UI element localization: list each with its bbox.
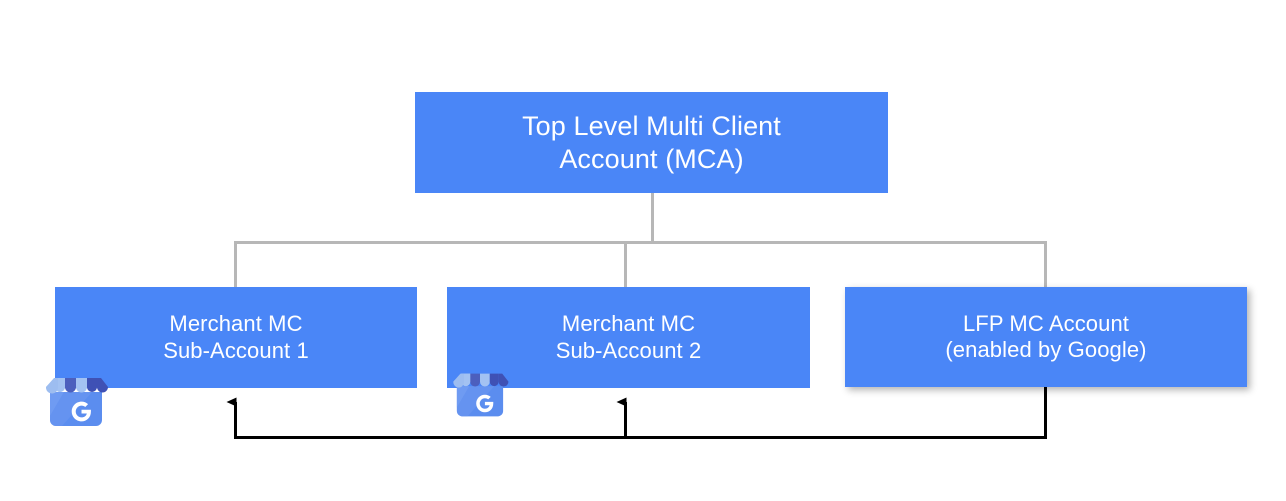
lfp-mc-account-node: LFP MC Account (enabled by Google) <box>845 287 1247 387</box>
mca-to-children-tree-connector <box>234 193 1047 288</box>
top-level-mca-node-label: Top Level Multi Client Account (MCA) <box>522 111 781 174</box>
merchant-mc-sub-account-1-node: Merchant MC Sub-Account 1 <box>55 287 417 388</box>
top-level-mca-node: Top Level Multi Client Account (MCA) <box>415 92 888 193</box>
google-my-business-storefront-icon <box>448 363 512 427</box>
merchant-mc-sub-account-2-node: Merchant MC Sub-Account 2 <box>447 287 810 388</box>
lfp-to-sub-accounts-feedback-arrows <box>226 387 1047 439</box>
google-my-business-storefront-icon <box>40 366 112 438</box>
merchant-mc-sub-account-2-node-label: Merchant MC Sub-Account 2 <box>555 311 702 363</box>
lfp-mc-account-node-label: LFP MC Account (enabled by Google) <box>945 310 1147 362</box>
merchant-mc-sub-account-1-node-label: Merchant MC Sub-Account 1 <box>163 311 309 363</box>
